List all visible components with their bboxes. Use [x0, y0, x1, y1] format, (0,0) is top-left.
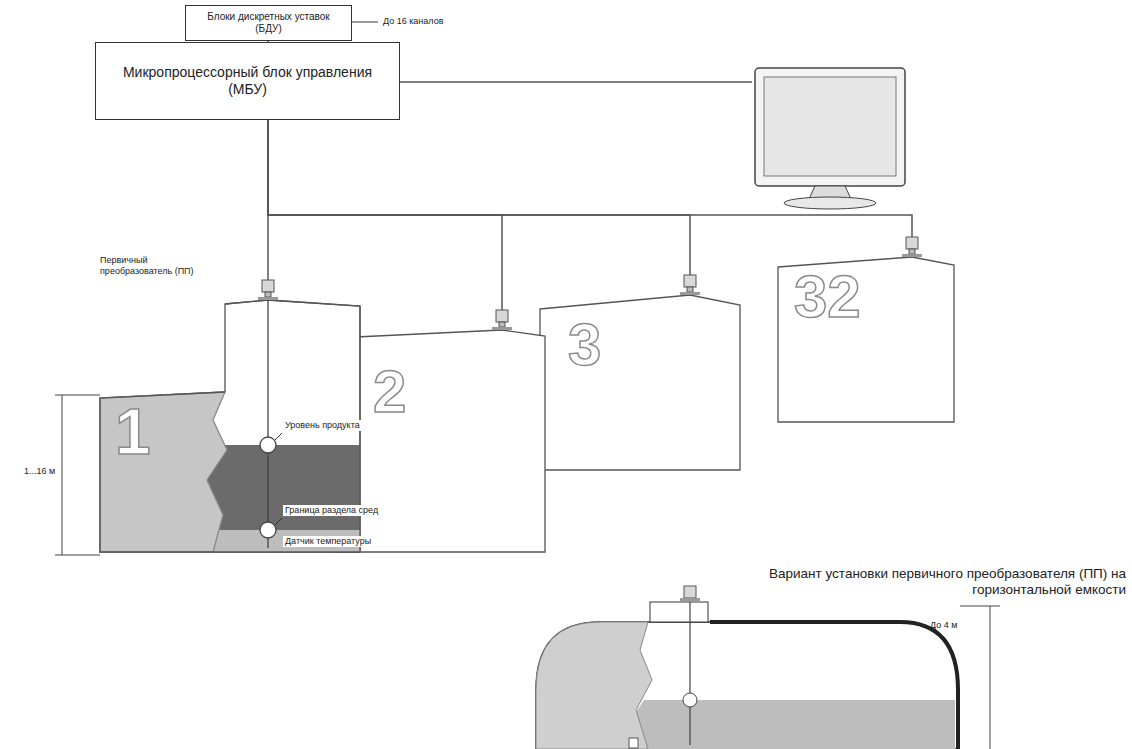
tank-wall: [536, 622, 652, 749]
tank-number: 2: [373, 362, 406, 422]
dimension-line: [62, 395, 63, 555]
primary-converter: [496, 310, 508, 322]
tank-part: [540, 295, 740, 470]
storage-tank: 32: [778, 237, 958, 427]
dimension-line: [990, 606, 991, 749]
text-label: Датчик температуры: [283, 536, 373, 547]
leader-line: [275, 433, 282, 440]
text-label: 1...16 м: [22, 466, 57, 477]
probe-rod: [267, 300, 268, 548]
converter-neck: [909, 249, 915, 254]
text-label: Уровень продукта: [283, 420, 362, 431]
tank-part: [335, 330, 545, 552]
connector: [268, 120, 912, 237]
converter-flange: [902, 254, 922, 257]
text-label: До 4 м: [930, 620, 957, 631]
primary-converter: [262, 280, 274, 292]
box-label: Блоки дискретных уставок (БДУ): [195, 11, 342, 35]
converter-neck: [265, 292, 271, 297]
tank-part: [207, 445, 360, 530]
tank-part: [778, 257, 954, 422]
converter-neck: [687, 287, 693, 292]
primary-converter: [906, 237, 918, 249]
tank-outline: [710, 622, 958, 749]
primary-converter: [684, 586, 696, 598]
converter-flange: [680, 292, 700, 295]
leader-line: [275, 518, 282, 525]
monitor-cable: [400, 81, 752, 83]
process-box: Микропроцессорный блок управления (МБУ): [95, 42, 400, 120]
probe-float: [260, 437, 276, 453]
tank-part: [100, 392, 227, 552]
monitor-base: [784, 197, 876, 209]
probe-float: [683, 693, 697, 707]
converter-neck: [499, 322, 505, 327]
channel-line: [352, 21, 378, 22]
connector: [268, 120, 690, 275]
tank-riser: [650, 602, 708, 622]
tank-outline: [778, 237, 958, 427]
dimension-tick: [960, 606, 1000, 607]
converter-flange: [258, 297, 278, 300]
tank-number: 3: [568, 315, 601, 375]
text-label: Граница раздела сред: [283, 505, 380, 516]
storage-tank: 2: [335, 310, 550, 555]
tank-product: [636, 700, 955, 749]
converter-flange: [492, 327, 512, 330]
monitor-frame: [755, 68, 905, 186]
text-label: Вариант установки первичного преобразова…: [746, 566, 1126, 598]
dimension-tick: [55, 555, 100, 556]
process-box: Блоки дискретных уставок (БДУ): [185, 5, 352, 41]
drain-port: [629, 738, 638, 748]
tank-outline: [540, 275, 745, 475]
probe-rod: [689, 600, 690, 745]
converter-flange: [680, 598, 700, 602]
tank-number: 1: [115, 400, 151, 464]
dimension-tick: [55, 395, 100, 396]
horizontal-tank: [536, 622, 958, 749]
probe-float: [260, 522, 276, 538]
storage-tank: 3: [540, 275, 745, 475]
text-label: До 16 каналов: [383, 16, 443, 27]
monitor-screen: [764, 77, 896, 176]
box-label: Микропроцессорный блок управления (МБУ): [107, 64, 388, 98]
primary-converter: [684, 275, 696, 287]
tank-number: 32: [794, 267, 861, 327]
text-label: Первичный преобразователь (ПП): [100, 255, 215, 277]
tank-outline: [335, 310, 550, 555]
